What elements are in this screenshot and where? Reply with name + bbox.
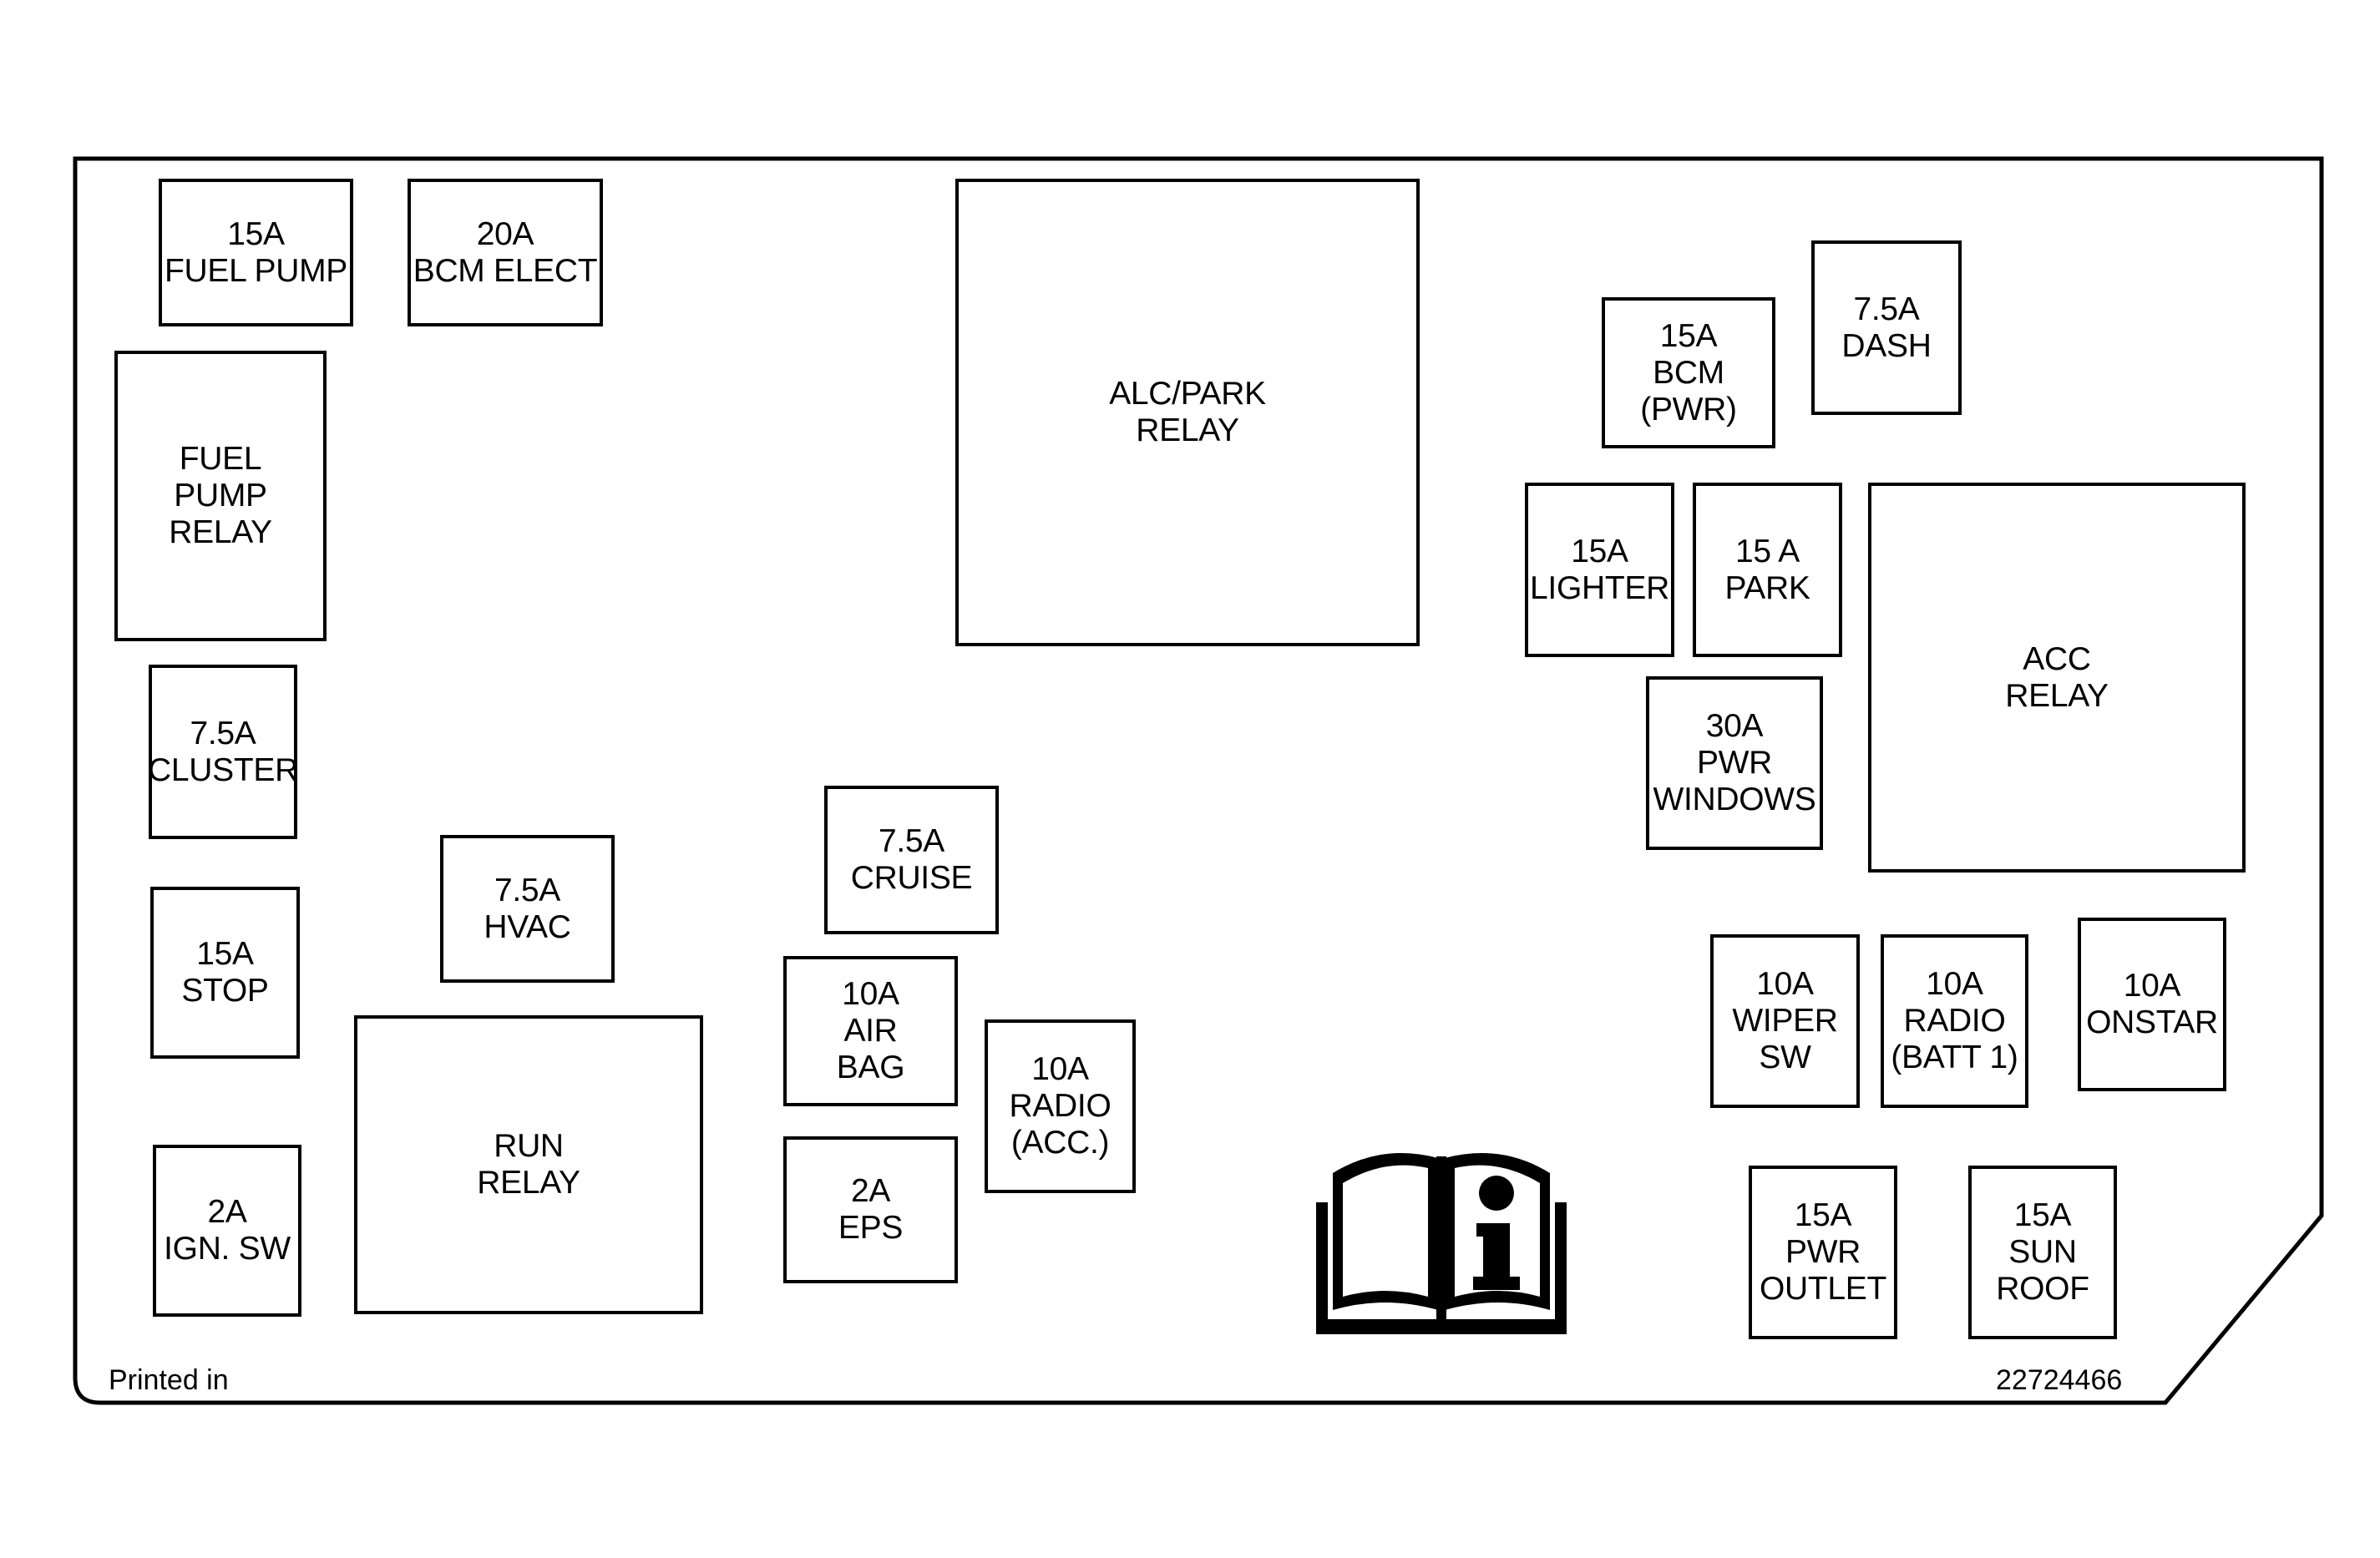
- eps-fuse-label-line: EPS: [838, 1210, 904, 1246]
- acc-relay-label-line: ACC: [2023, 640, 2091, 677]
- bcm-elect-fuse-label-line: 20A: [476, 215, 534, 252]
- onstar-fuse-label-line: 10A: [2123, 968, 2181, 1004]
- park-fuse-label-line: 15 A: [1735, 533, 1800, 569]
- lighter-fuse-label-line: LIGHTER: [1530, 569, 1669, 606]
- hvac-fuse-label-line: 7.5A: [494, 872, 561, 908]
- sun-roof-fuse-label-line: 15A: [2013, 1197, 2072, 1233]
- sun-roof-fuse-label-line: SUN: [2008, 1234, 2077, 1270]
- acc-relay-label-line: RELAY: [2005, 677, 2109, 714]
- pwr-outlet-fuse-label-line: 15A: [1794, 1197, 1852, 1233]
- alc-park-relay-label-line: ALC/PARK: [1109, 376, 1266, 412]
- pwr-windows-fuse-label-line: PWR: [1696, 745, 1773, 781]
- bcm-pwr-fuse-label-line: (PWR): [1640, 391, 1737, 427]
- fuel-pump-fuse-label-line: 15A: [227, 215, 285, 252]
- park-fuse-label-line: PARK: [1724, 569, 1810, 606]
- sun-roof-fuse-label-line: ROOF: [1996, 1271, 2089, 1307]
- printed-in-text: Printed in: [109, 1364, 229, 1396]
- ign-sw-fuse-label-line: 2A: [207, 1194, 247, 1230]
- fuel-pump-relay-label-line: FUEL: [179, 441, 262, 477]
- fuel-pump-fuse-label-line: FUEL PUMP: [164, 252, 348, 289]
- pwr-windows-fuse-label-line: 30A: [1705, 708, 1764, 744]
- bcm-elect-fuse-label-line: BCM ELECT: [413, 252, 598, 289]
- cruise-fuse-label-line: CRUISE: [850, 860, 973, 896]
- air-bag-fuse-label-line: AIR: [843, 1013, 898, 1049]
- pwr-outlet-fuse-label-line: PWR: [1785, 1234, 1861, 1270]
- pwr-outlet-fuse-label-line: OUTLET: [1759, 1271, 1887, 1307]
- dash-fuse-label-line: 7.5A: [1853, 291, 1920, 327]
- bcm-pwr-fuse-label-line: 15A: [1659, 317, 1718, 354]
- bcm-pwr-fuse-label-line: BCM: [1653, 354, 1724, 391]
- wiper-sw-fuse-label-line: 10A: [1756, 966, 1814, 1002]
- owners-manual-info-icon: [1316, 1153, 1567, 1334]
- run-relay-label-line: RUN: [494, 1128, 564, 1164]
- fuel-pump-relay-label-line: RELAY: [169, 514, 272, 550]
- cruise-fuse-label-line: 7.5A: [878, 823, 945, 859]
- fuel-pump-relay-label-line: PUMP: [174, 478, 267, 513]
- stop-fuse-label-line: STOP: [181, 973, 269, 1009]
- radio-acc-fuse-label-line: (ACC.): [1010, 1125, 1110, 1161]
- onstar-fuse-label-line: ONSTAR: [2086, 1004, 2218, 1040]
- wiper-sw-fuse-label-line: WIPER: [1732, 1003, 1838, 1039]
- part-number: 22724466: [1996, 1364, 2123, 1396]
- radio-batt1-fuse-label-line: 10A: [1926, 966, 1983, 1002]
- wiper-sw-fuse-label-line: SW: [1759, 1040, 1811, 1075]
- cluster-fuse-label-line: CLUSTER: [148, 751, 298, 788]
- radio-batt1-fuse-label-line: RADIO: [1903, 1003, 2006, 1039]
- eps-fuse-label-line: 2A: [850, 1173, 891, 1209]
- alc-park-relay-label-line: RELAY: [1136, 412, 1239, 448]
- cluster-fuse-label-line: 7.5A: [190, 715, 256, 751]
- air-bag-fuse-label-line: 10A: [842, 976, 899, 1012]
- pwr-windows-fuse-label-line: WINDOWS: [1653, 782, 1816, 817]
- hvac-fuse-label-line: HVAC: [484, 908, 571, 945]
- stop-fuse-label-line: 15A: [196, 936, 254, 972]
- run-relay-label-line: RELAY: [477, 1165, 580, 1201]
- lighter-fuse-label-line: 15A: [1571, 533, 1628, 569]
- radio-acc-fuse-label-line: 10A: [1031, 1051, 1089, 1087]
- dash-fuse-label-line: DASH: [1841, 327, 1932, 364]
- radio-batt1-fuse-label-line: (BATT 1): [1891, 1040, 2018, 1075]
- air-bag-fuse-label-line: BAG: [836, 1050, 905, 1085]
- radio-acc-fuse-label-line: RADIO: [1009, 1088, 1112, 1124]
- ign-sw-fuse-label-line: IGN. SW: [164, 1231, 291, 1267]
